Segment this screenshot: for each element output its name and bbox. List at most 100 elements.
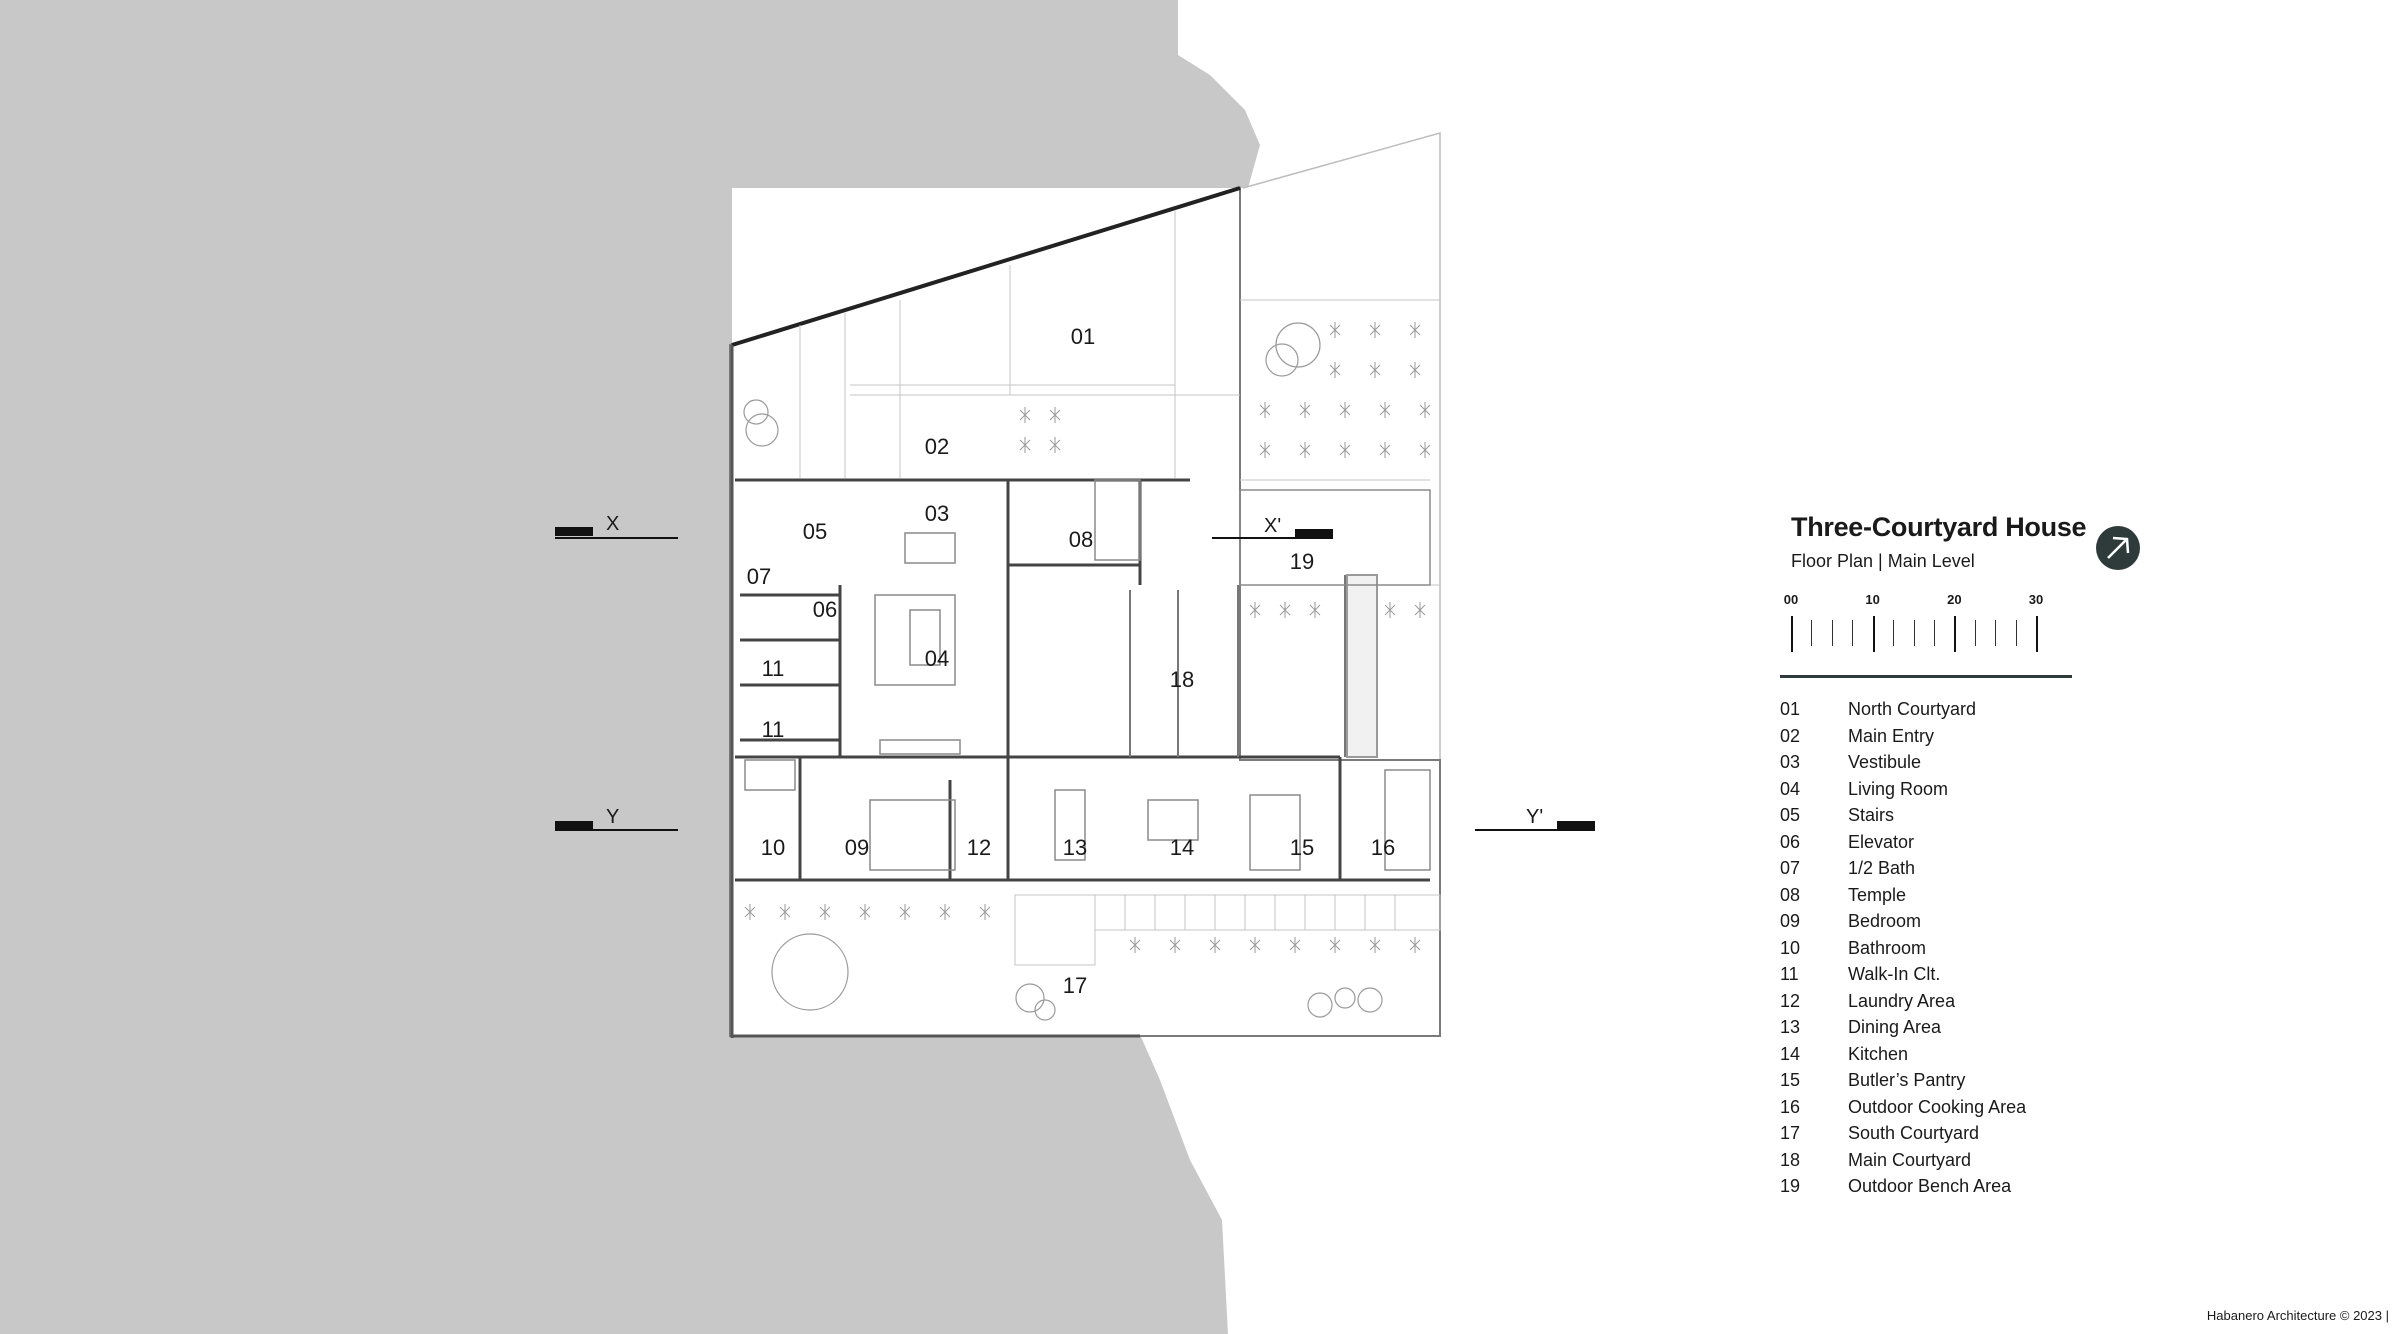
room-label-02: 02 bbox=[925, 434, 949, 459]
main-courtyard-edges bbox=[1129, 574, 1378, 758]
legend-number: 15 bbox=[1780, 1070, 1801, 1090]
north-arrow-icon bbox=[2096, 526, 2140, 570]
scale-bar-tick bbox=[2036, 616, 2038, 652]
legend-number: 05 bbox=[1780, 805, 1801, 825]
room-label-07: 07 bbox=[747, 564, 771, 589]
legend-divider bbox=[1780, 675, 2072, 678]
legend-room-name: Main Courtyard bbox=[1848, 1149, 1972, 1170]
room-label-06: 06 bbox=[813, 597, 837, 622]
room-label-10: 10 bbox=[761, 835, 785, 860]
legend-room-name: Bathroom bbox=[1848, 937, 1927, 958]
legend-item: 17 South Courtyard bbox=[1780, 1123, 2026, 1150]
legend-item: 19 Outdoor Bench Area bbox=[1780, 1176, 2026, 1203]
legend-room-name: Walk-In Clt. bbox=[1848, 964, 1941, 984]
scale-bar-tick bbox=[1954, 616, 1957, 652]
room-legend: 01 North Courtyard 02 Main Entry 03 Vestibule… bbox=[1780, 699, 2026, 1203]
legend-number: 08 bbox=[1780, 884, 1801, 905]
legend-room-name: Vestibule bbox=[1848, 752, 1922, 772]
legend-number: 18 bbox=[1780, 1149, 1801, 1170]
room-label-11a: 11 bbox=[762, 656, 785, 681]
legend-number: 14 bbox=[1780, 1043, 1801, 1064]
legend-item: 16 Outdoor Cooking Area bbox=[1780, 1097, 2026, 1124]
room-label-18: 18 bbox=[1170, 667, 1194, 692]
scale-bar: 00 10 20 30 bbox=[1784, 592, 2051, 654]
copyright-credit: Habanero Architecture © 2023 | bbox=[2206, 1308, 2389, 1323]
legend-item: 01 North Courtyard bbox=[1780, 699, 2026, 726]
legend-item: 14 Kitchen bbox=[1780, 1044, 2026, 1071]
legend-room-name: Stairs bbox=[1848, 805, 1895, 825]
section-markers bbox=[555, 527, 1595, 831]
legend-room-name: Temple bbox=[1848, 884, 1907, 905]
room-label-03: 03 bbox=[925, 501, 949, 526]
legend-room-name: Bedroom bbox=[1848, 911, 1922, 931]
legend-number: 17 bbox=[1780, 1123, 1801, 1143]
section-label-x: X bbox=[606, 513, 619, 535]
room-label-13: 13 bbox=[1063, 835, 1087, 860]
furniture bbox=[744, 479, 1431, 871]
legend-item: 09 Bedroom bbox=[1780, 911, 2026, 938]
room-label-08: 08 bbox=[1069, 527, 1093, 552]
legend-room-name: Outdoor Bench Area bbox=[1848, 1176, 2012, 1196]
legend-room-name: Main Entry bbox=[1848, 725, 1935, 746]
scale-bar-tick bbox=[1852, 620, 1854, 646]
legend-item: 02 Main Entry bbox=[1780, 726, 2026, 753]
drawing-title: Three-Courtyard House bbox=[1791, 512, 2087, 542]
legend-number: 02 bbox=[1780, 725, 1801, 746]
scale-bar-tick bbox=[1811, 620, 1813, 646]
legend-item: 08 Temple bbox=[1780, 885, 2026, 912]
scale-bar-tick bbox=[1913, 620, 1915, 646]
legend-room-name: Outdoor Cooking Area bbox=[1848, 1096, 2027, 1117]
legend-item: 05 Stairs bbox=[1780, 805, 2026, 832]
legend-number: 12 bbox=[1780, 990, 1801, 1011]
legend-item: 03 Vestibule bbox=[1780, 752, 2026, 779]
planting bbox=[743, 322, 1431, 1021]
legend-room-name: Butler’s Pantry bbox=[1848, 1070, 1966, 1090]
room-label-01: 01 bbox=[1071, 324, 1095, 349]
legend-item: 18 Main Courtyard bbox=[1780, 1150, 2026, 1177]
legend-item: 04 Living Room bbox=[1780, 779, 2026, 806]
neighbouring-site-context bbox=[0, 0, 1260, 1334]
drawing-subtitle: Floor Plan | Main Level bbox=[1791, 551, 1975, 571]
legend-room-name: Dining Area bbox=[1848, 1017, 1942, 1037]
scale-bar-label: 30 bbox=[2028, 592, 2044, 607]
room-label-16: 16 bbox=[1371, 835, 1395, 860]
section-label-y-prime: Y' bbox=[1526, 806, 1543, 828]
scale-bar-tick bbox=[1974, 620, 1976, 646]
scale-bar-label: 10 bbox=[1865, 592, 1880, 607]
room-label-12: 12 bbox=[967, 835, 991, 860]
legend-number: 19 bbox=[1780, 1176, 1801, 1196]
scale-bar-tick bbox=[1791, 616, 1793, 652]
south-courtyard-paving bbox=[1014, 894, 1441, 966]
legend-room-name: Living Room bbox=[1848, 778, 1949, 799]
title-block: Three-Courtyard House Floor Plan | Main … bbox=[1780, 512, 2140, 1196]
room-label-05: 05 bbox=[803, 519, 827, 544]
legend-number: 09 bbox=[1780, 911, 1801, 931]
legend-number: 01 bbox=[1780, 699, 1801, 719]
legend-number: 16 bbox=[1780, 1096, 1801, 1117]
floor-plan-drawing: X X' Y Y' 01 02 03 04 05 06 07 08 09 10 … bbox=[0, 0, 1595, 1334]
scale-bar-tick bbox=[1933, 620, 1935, 646]
scale-bar-label: 20 bbox=[1947, 592, 1962, 607]
room-label-11b: 11 bbox=[762, 717, 785, 742]
legend-room-name: North Courtyard bbox=[1848, 699, 1977, 719]
scale-bar-label: 00 bbox=[1783, 592, 1799, 607]
room-label-14: 14 bbox=[1170, 835, 1194, 860]
room-label-19: 19 bbox=[1290, 549, 1314, 574]
room-label-17: 17 bbox=[1063, 973, 1087, 998]
legend-number: 04 bbox=[1780, 778, 1801, 799]
section-label-y: Y bbox=[606, 806, 619, 828]
scale-bar-tick bbox=[1893, 620, 1895, 646]
legend-number: 06 bbox=[1780, 831, 1801, 852]
scale-bar-tick bbox=[1872, 616, 1875, 652]
legend-number: 07 bbox=[1780, 858, 1801, 878]
scale-bar-tick bbox=[1831, 620, 1833, 646]
room-label-15: 15 bbox=[1290, 835, 1314, 860]
legend-room-name: South Courtyard bbox=[1848, 1123, 1980, 1143]
legend-number: 03 bbox=[1780, 752, 1801, 772]
legend-room-name: Kitchen bbox=[1848, 1043, 1909, 1064]
